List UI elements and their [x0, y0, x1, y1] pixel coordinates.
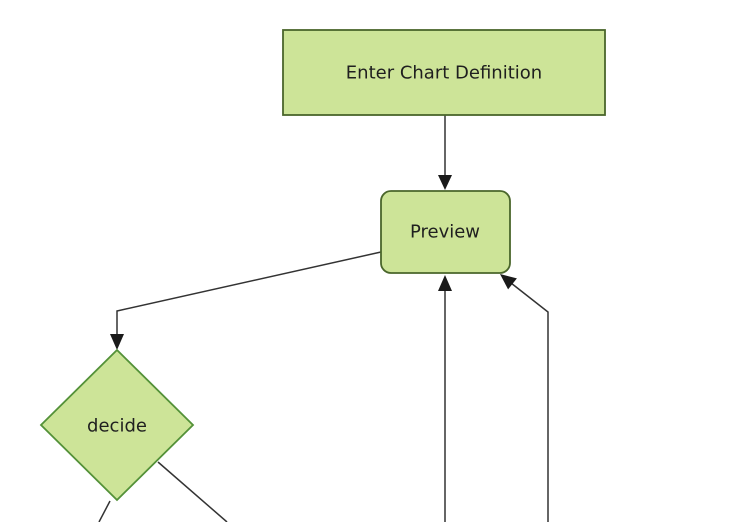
edge-preview-to-decide — [116, 251, 382, 336]
arrowhead-icon — [500, 274, 517, 290]
decide-label: decide — [87, 416, 147, 437]
edge-decide-to-offscreen-right — [157, 461, 228, 522]
arrowhead-icon — [438, 275, 452, 291]
node-group: Enter Chart Definition Preview decide — [39, 29, 606, 502]
edge-offscreen-to-preview-corner — [510, 282, 549, 522]
node-decide: decide — [39, 348, 195, 502]
preview-label: Preview — [410, 222, 480, 243]
node-enter-chart-definition: Enter Chart Definition — [282, 29, 606, 116]
decide-diamond — [39, 348, 195, 502]
enter-chart-definition-rect — [282, 29, 606, 116]
enter-chart-definition-label: Enter Chart Definition — [346, 63, 542, 84]
preview-rounded-rect — [380, 190, 511, 274]
arrowhead-icon — [110, 334, 124, 350]
arrowhead-icon — [438, 175, 452, 190]
edge-group — [98, 115, 549, 522]
edge-decide-to-offscreen-left — [98, 500, 111, 522]
node-preview: Preview — [380, 190, 511, 274]
